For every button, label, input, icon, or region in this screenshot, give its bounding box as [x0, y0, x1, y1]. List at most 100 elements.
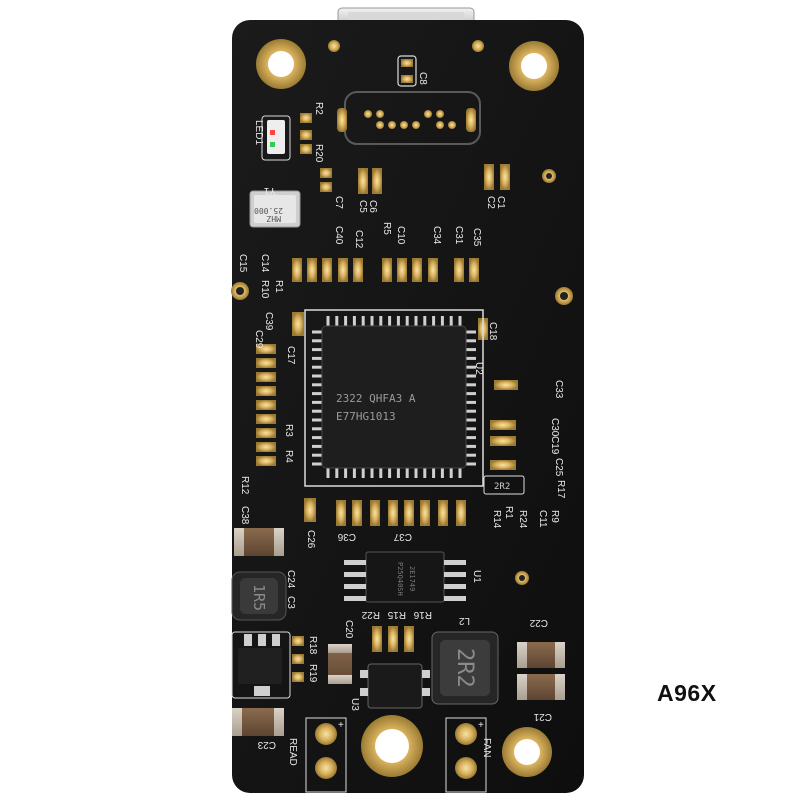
label-l2: L2 [458, 615, 470, 626]
chip-pin [312, 365, 322, 369]
label-r5: R5 [381, 222, 392, 235]
chip-pin [466, 348, 476, 352]
label-c14: C14 [259, 254, 270, 273]
label-c22: C22 [529, 617, 548, 628]
label-c11: C11 [537, 510, 548, 528]
flash-marking-line2: 2E1749 [408, 566, 416, 591]
chip-pin [388, 468, 392, 478]
label-fan: FAN [481, 738, 492, 757]
label-r18: R18 [307, 636, 318, 655]
led-component [261, 115, 291, 161]
chip-pin [466, 409, 476, 413]
chip-pin [466, 436, 476, 440]
chip-pin [432, 468, 436, 478]
label-c35: C35 [471, 228, 482, 247]
chip-pin [466, 427, 476, 431]
label-c19: C19 [549, 436, 560, 455]
chip-pin [352, 316, 356, 326]
label-r20: R20 [313, 144, 324, 163]
chip-pin [312, 418, 322, 422]
chip-pin [312, 339, 322, 343]
chip-pin [361, 468, 365, 478]
chip-marking-line2: E77HG1013 [336, 410, 396, 423]
label-c20: C20 [343, 620, 354, 639]
chip-pin [423, 468, 427, 478]
chip-pin [466, 418, 476, 422]
label-led1: LED1 [253, 120, 264, 145]
flash-chip-u1 [344, 551, 466, 603]
label-c10: C10 [395, 226, 406, 245]
chip-pin [312, 444, 322, 448]
via-pads [231, 40, 573, 585]
passive-components [256, 113, 518, 682]
chip-pin [414, 316, 418, 326]
label-c23: C23 [257, 739, 276, 750]
label-c5: C5 [357, 200, 368, 213]
chip-pin [458, 316, 462, 326]
chip-pin [396, 316, 400, 326]
label-r2: R2 [313, 102, 324, 115]
chip-pin [466, 444, 476, 448]
label-u3: U3 [349, 698, 360, 711]
inductor-large-marking: 2R2 [452, 648, 477, 688]
chip-pin [466, 356, 476, 360]
label-r15: R15 [387, 609, 406, 620]
label-c17: C17 [285, 346, 296, 365]
chip-pin [466, 453, 476, 457]
chip-pin [379, 468, 383, 478]
chip-pin [312, 374, 322, 378]
chip-pin [312, 453, 322, 457]
label-c25: C25 [553, 458, 564, 477]
label-c3: C3 [285, 596, 296, 609]
label-u1: U1 [471, 570, 482, 583]
label-c15: C15 [237, 254, 248, 273]
chip-pin [370, 468, 374, 478]
label-read: READ [287, 738, 298, 766]
regulator-ic [231, 631, 291, 699]
label-c34: C34 [431, 226, 442, 245]
label-y1: Y1 [263, 185, 276, 196]
ic-u3 [360, 663, 430, 709]
chip-pin [466, 330, 476, 334]
label-u2: U2 [473, 362, 484, 375]
label-c40: C40 [333, 226, 344, 245]
usb-pad-row [337, 91, 481, 145]
silkscreen-labels: C8 LED1 R2 R20 C7 C40 C5 C6 C12 R5 C10 C… [237, 72, 566, 766]
mount-hole-bottom-right [502, 727, 552, 777]
chip-pin [344, 468, 348, 478]
inductor-2r2 [431, 631, 499, 705]
label-c7: C7 [333, 196, 344, 209]
label-c38: C38 [239, 506, 250, 525]
inductor-1r5 [231, 571, 287, 621]
label-r3: R3 [283, 424, 294, 437]
chip-pin [335, 468, 339, 478]
chip-pin [312, 356, 322, 360]
crystal-marking-line1: 25.000 [254, 206, 283, 215]
mount-hole-top-right [509, 41, 559, 91]
chip-pin [361, 316, 365, 326]
chip-pin [432, 316, 436, 326]
resistor-2r2-marking: 2R2 [494, 482, 510, 492]
label-plus-read: + [338, 720, 344, 731]
chip-pin [449, 468, 453, 478]
label-r22: R22 [361, 609, 380, 620]
label-r9: R9 [549, 510, 560, 523]
label-r1b: R1 [503, 506, 514, 519]
label-c1: C1 [495, 196, 506, 209]
mount-hole-bottom-left [361, 715, 423, 777]
chip-pin [466, 383, 476, 387]
label-r14: R14 [491, 510, 502, 529]
chip-pin [370, 316, 374, 326]
label-c36: C36 [337, 531, 356, 542]
label-r17: R17 [555, 480, 566, 499]
chip-pin [440, 468, 444, 478]
chip-pin [326, 468, 330, 478]
chip-pin [423, 316, 427, 326]
label-c2: C2 [485, 196, 496, 209]
label-r12: R12 [239, 476, 250, 495]
mount-hole-top-left [256, 39, 306, 89]
chip-pin [466, 365, 476, 369]
label-r16: R16 [413, 609, 432, 620]
chip-marking-line1: 2322 QHFA3 A [336, 392, 416, 405]
